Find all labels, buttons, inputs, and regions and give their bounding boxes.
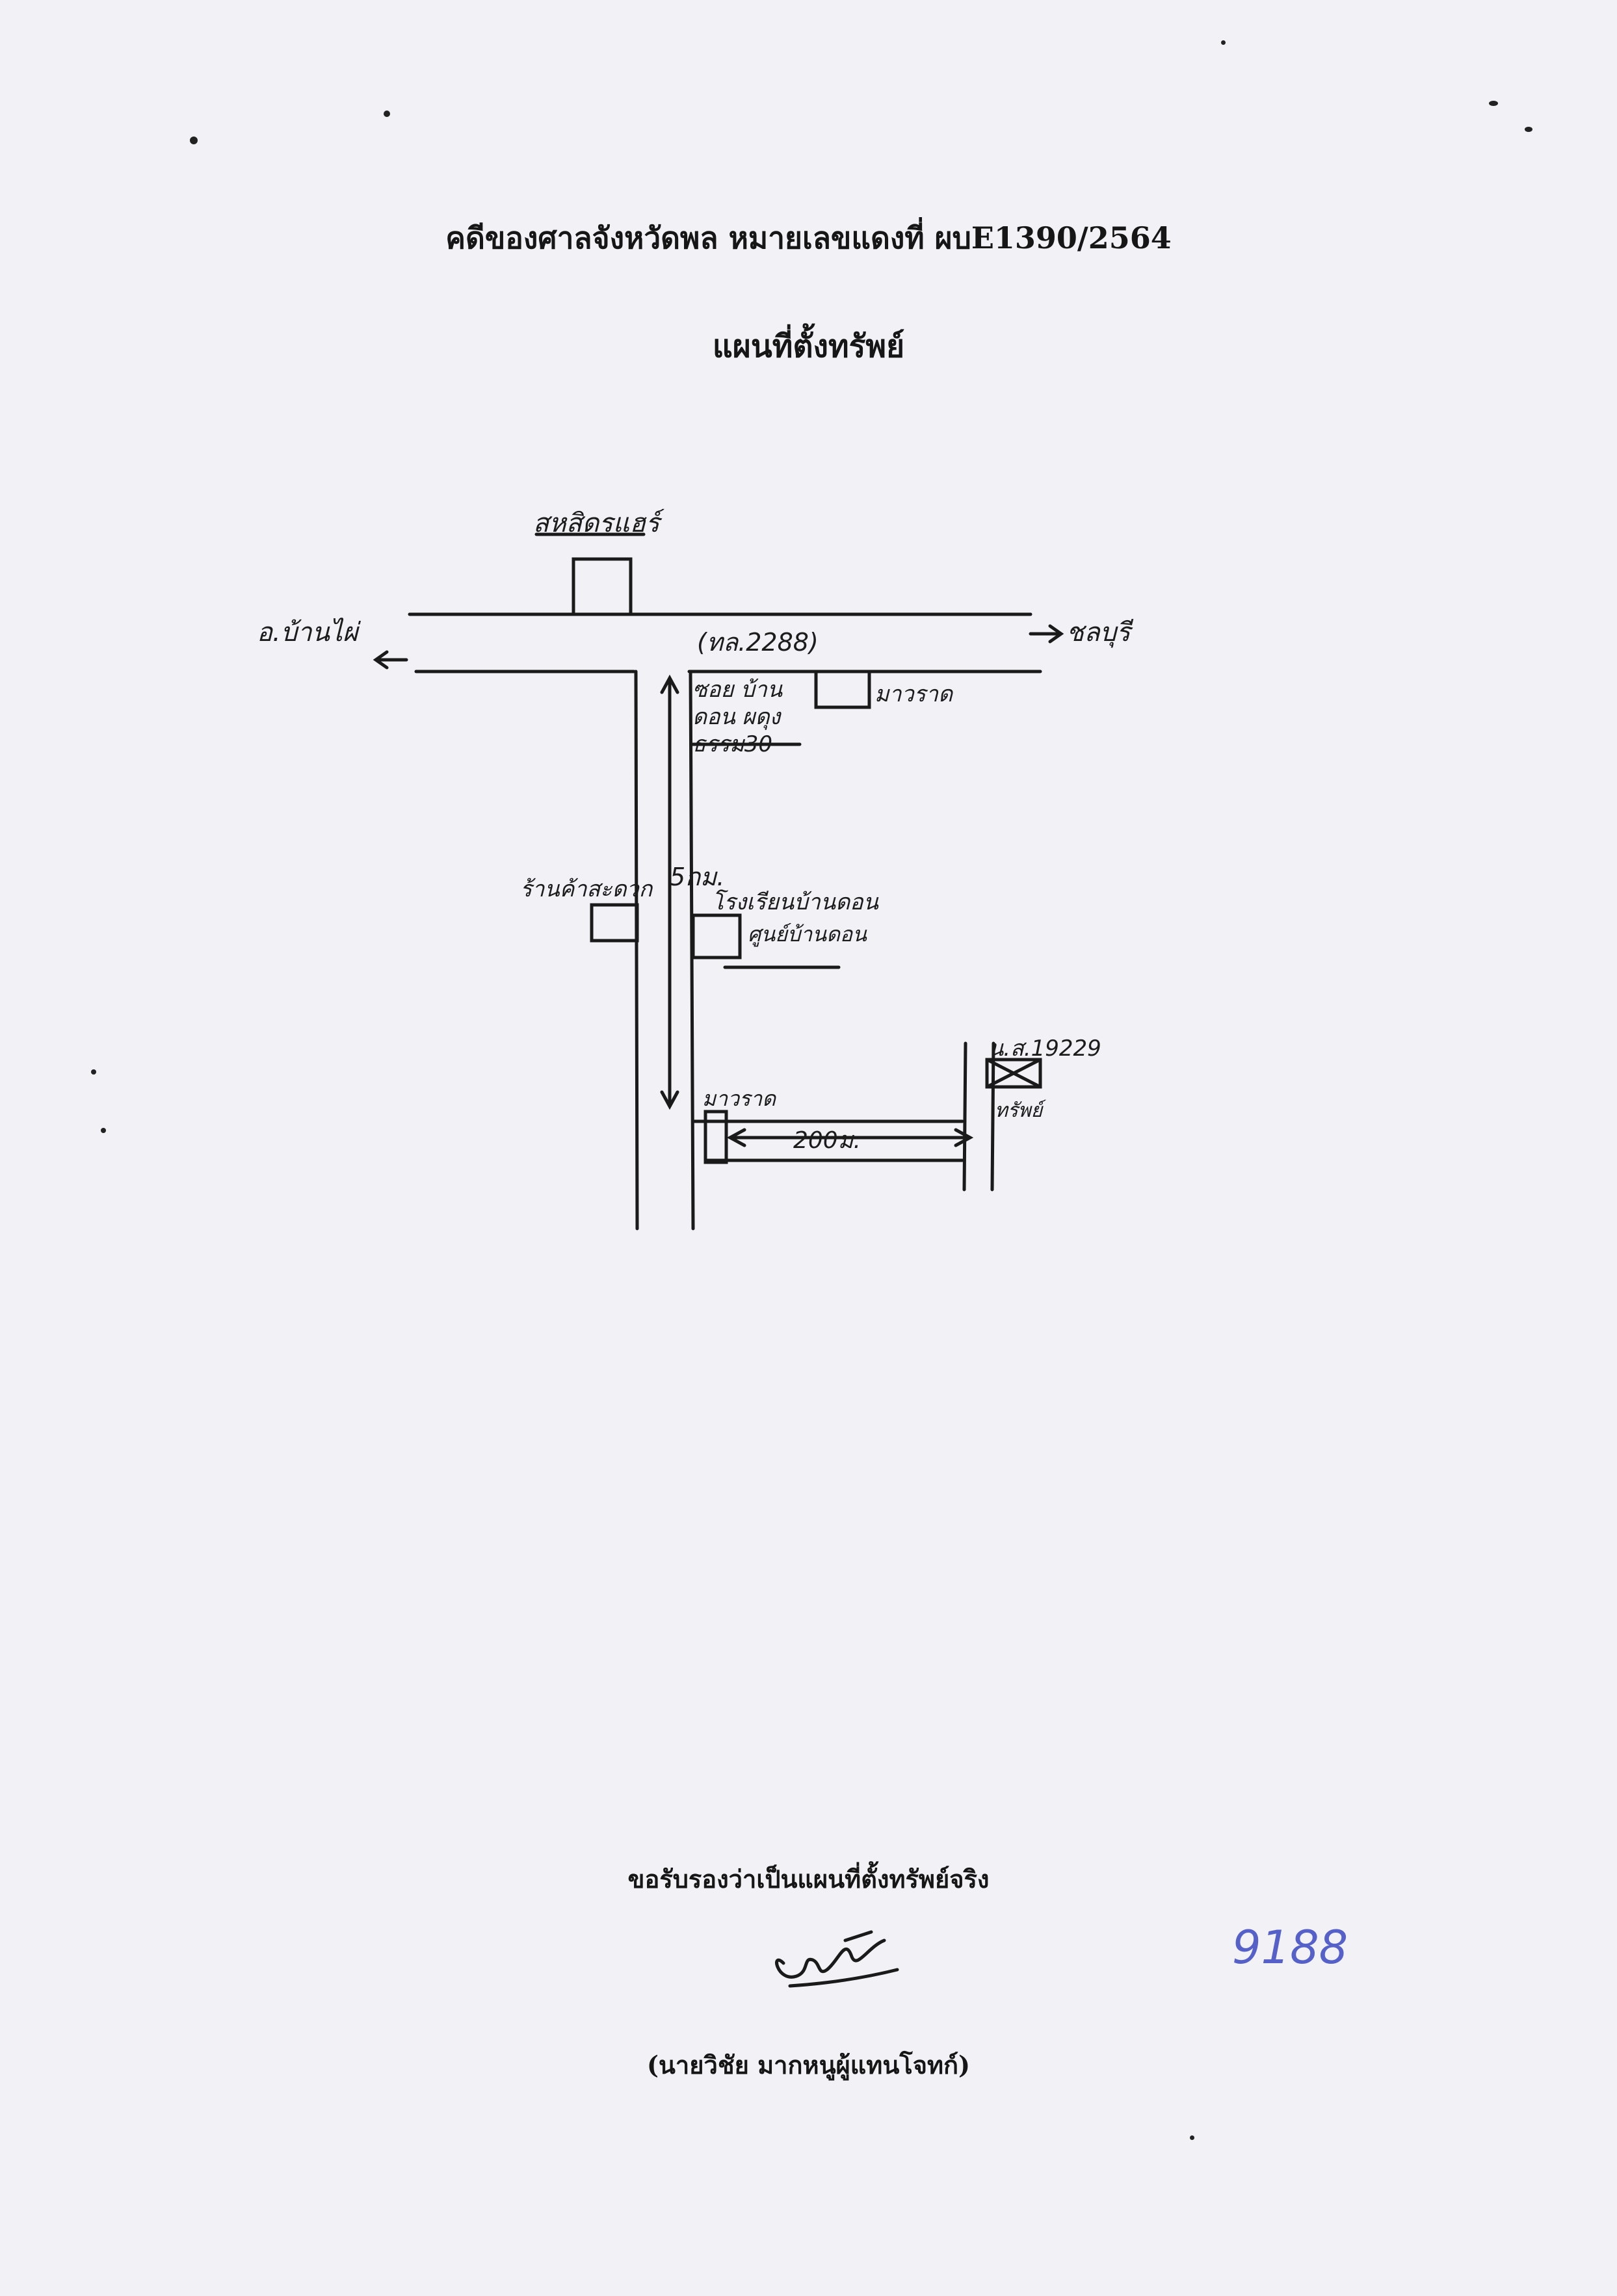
school-box <box>691 913 742 959</box>
store-label: สหสิดรแฮร์ <box>533 508 660 538</box>
margin-note: 9188 <box>1232 1921 1348 1974</box>
scan-speck <box>1525 127 1532 132</box>
scan-speck <box>384 111 390 117</box>
case-title: คดีของศาลจังหวัดพล หมายเลขแดงที่ ผบE1390… <box>445 220 1172 255</box>
highway-label: (ทล.2288) <box>697 628 819 657</box>
soi-distance-label: 5กม. <box>670 863 725 891</box>
map-title: แผนที่ตั้งทรัพย์ <box>712 328 905 365</box>
scan-speck <box>1221 40 1226 45</box>
store-box <box>572 557 633 616</box>
branch-road-label: มาวราด <box>702 1086 776 1111</box>
property-boundary-right <box>990 1041 995 1192</box>
to-city-label: ชลบุรี <box>1066 618 1131 647</box>
certify-text: ขอรับรองว่าเป็นแผนที่ตั้งทรัพย์จริง <box>627 1864 990 1894</box>
branch-marker-box <box>703 1110 728 1164</box>
location-map <box>373 532 1064 1231</box>
scan-speck <box>190 137 198 144</box>
scan-speck <box>91 1069 96 1075</box>
owner-tag-label: ทรัพย์ <box>995 1099 1043 1122</box>
lot-number-label: น.ส.19229 <box>988 1036 1101 1062</box>
water-store-box <box>814 670 871 709</box>
distance-200m-label: 200ม. <box>793 1127 861 1154</box>
scan-speck <box>1190 2135 1194 2140</box>
water-store-label: มาวราด <box>874 681 953 707</box>
signer-name: (นายวิชัย มากหนูผู้แทนโจทก์) <box>646 2050 971 2080</box>
scan-speck <box>101 1128 106 1133</box>
soi-label: ซอย บ้านดอน ผดุงธรรม30 <box>692 677 783 757</box>
scan-speck <box>1489 101 1498 106</box>
school-label: โรงเรียนบ้านดอน <box>712 889 878 915</box>
property-parcel-box <box>985 1058 1042 1089</box>
village-office-label: ศูนย์บ้านดอน <box>748 922 867 946</box>
left-shop-box <box>590 903 639 943</box>
soi-left-edge <box>634 670 639 1231</box>
property-boundary-left <box>962 1041 967 1192</box>
from-district-label: อ.บ้านไผ่ <box>257 618 358 647</box>
left-shop-label: ร้านค้าสะดวก <box>520 876 653 902</box>
